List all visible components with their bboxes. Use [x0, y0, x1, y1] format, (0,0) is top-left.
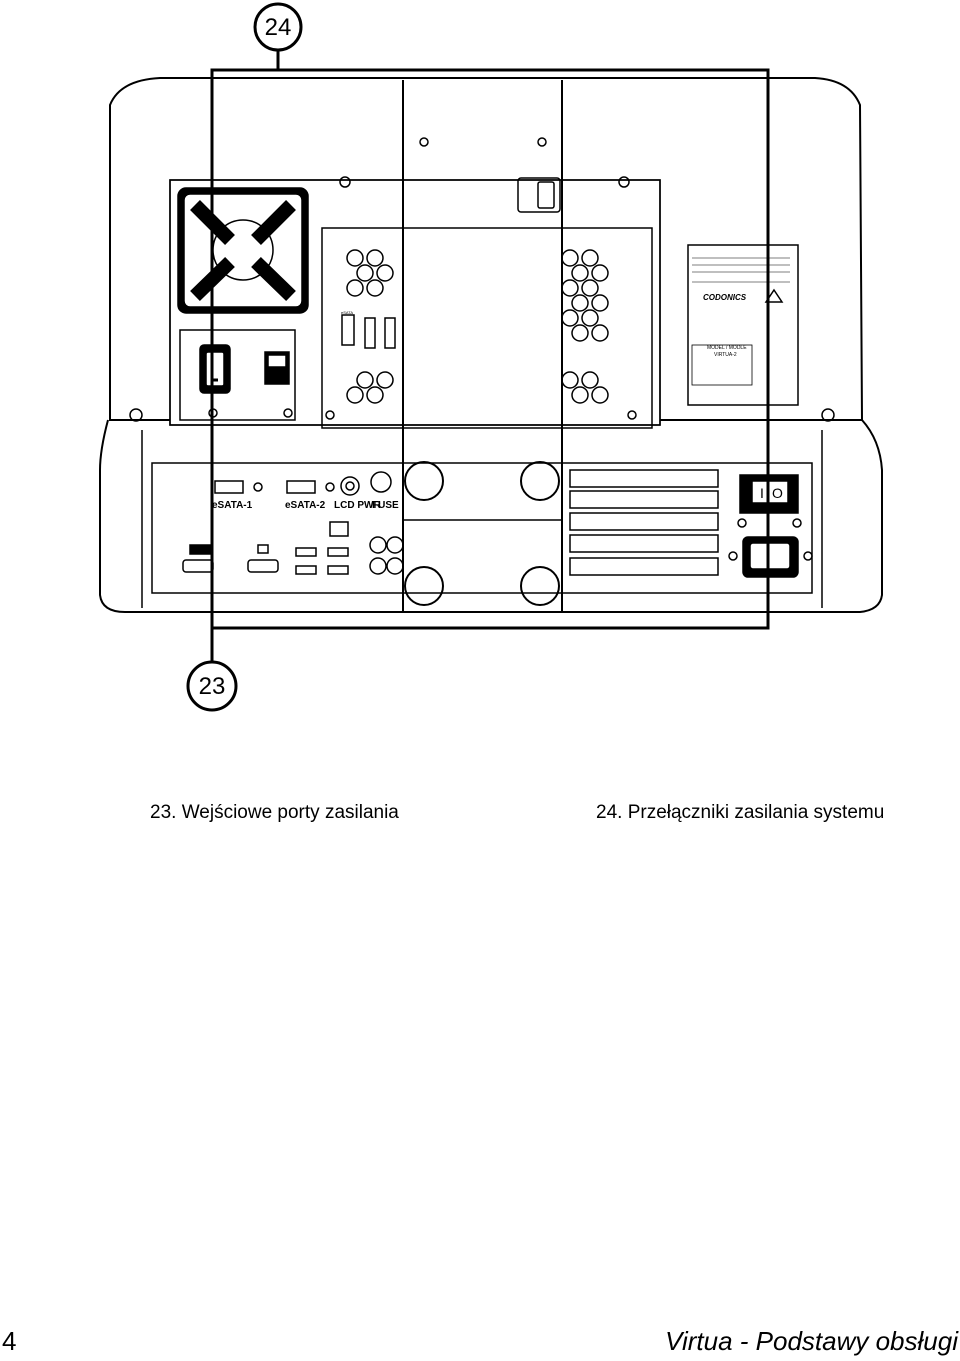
- fuse-holder: [370, 471, 392, 493]
- switch-off-glyph: O: [772, 485, 783, 501]
- model-name-label: VIRTUA-2: [714, 352, 737, 358]
- lcd-pwr-connector: [340, 476, 360, 496]
- esata1-label: eSATA-1: [212, 500, 253, 511]
- usb-port-2: [327, 547, 349, 557]
- callout-23: 23: [186, 660, 238, 712]
- callout-23-number: 23: [199, 673, 226, 700]
- caption-power-inputs: 23. Wejściowe porty zasilania: [150, 802, 399, 823]
- expansion-slots: [569, 469, 719, 576]
- brand-label: CODONICS: [703, 293, 747, 302]
- esata-small-label: eSATA: [341, 310, 353, 315]
- device-rear-panel-illustration: 24 23 eSATA-1 eSATA-2 LCD PWR FUSE I O C…: [99, 2, 883, 712]
- document-title: Virtua - Podstawy obsługi: [665, 1326, 958, 1356]
- io-plate: [321, 227, 653, 429]
- handle-slot: [517, 177, 561, 213]
- callout-24-number: 24: [265, 14, 292, 41]
- network-port: [329, 521, 349, 537]
- bracket-hole: [404, 461, 444, 501]
- mounting-bracket: [402, 80, 563, 613]
- lower-io-panel: [151, 462, 813, 594]
- fuse-label: FUSE: [372, 500, 399, 511]
- usb-port-1: [295, 547, 317, 557]
- model-label: MODEL / MODLE: [707, 345, 747, 351]
- esata2-label: eSATA-2: [285, 500, 326, 511]
- switch-on-glyph: I: [760, 485, 764, 501]
- esata-port-2: [286, 480, 316, 494]
- caption-power-switches: 24. Przełączniki zasilania systemu: [596, 802, 885, 823]
- vga-port: [247, 559, 279, 573]
- chassis-outline: [109, 77, 864, 421]
- serial-port: [182, 559, 214, 573]
- psu-panel: [179, 329, 296, 421]
- lcd-pwr-label: LCD PWR: [334, 500, 381, 511]
- page-number: 4: [2, 1326, 17, 1356]
- esata-port-1: [214, 480, 244, 494]
- product-label: [687, 244, 799, 406]
- fan-grille: [177, 187, 309, 314]
- callout-24: 24: [253, 2, 303, 52]
- callout-24-frame: [210, 68, 770, 630]
